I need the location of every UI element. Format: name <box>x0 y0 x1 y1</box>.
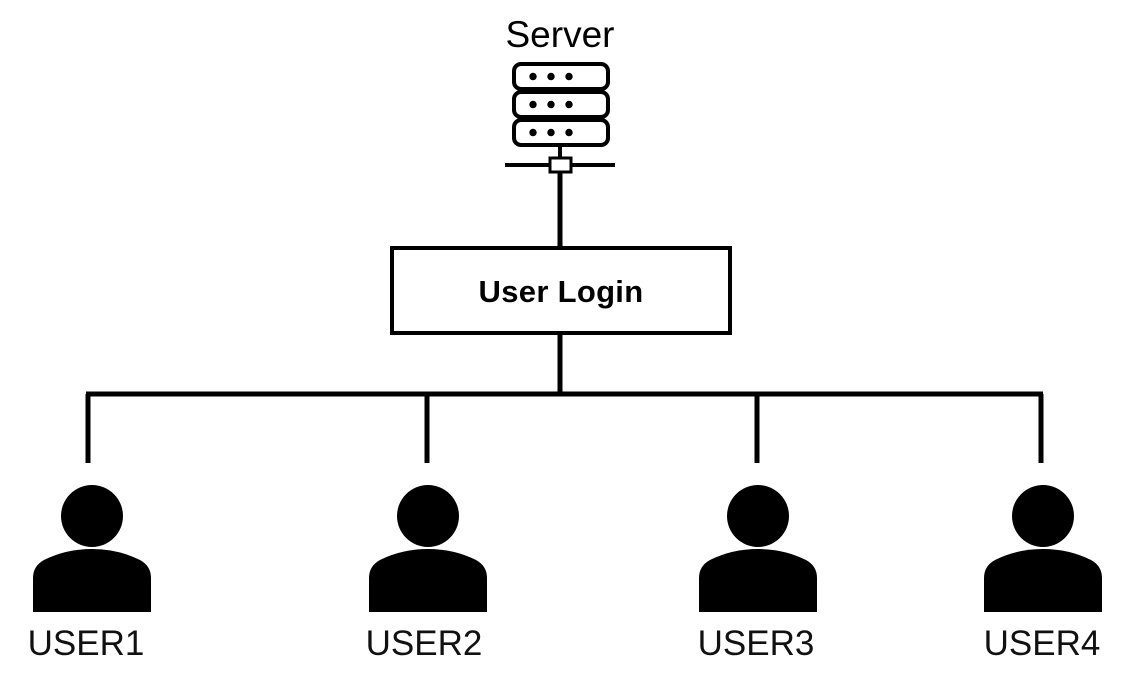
user-2-body <box>369 549 487 612</box>
server-unit2-dot-2 <box>547 100 555 109</box>
server-title-label: Server <box>506 14 615 55</box>
server-unit1-dot-1 <box>529 72 537 81</box>
user-person-icon[interactable] <box>33 485 151 612</box>
user-2-head <box>397 485 459 547</box>
user-node-2[interactable]: USER2 <box>366 485 487 663</box>
user-1-body <box>33 549 151 612</box>
user-person-icon[interactable] <box>369 485 487 612</box>
server-rack-unit-1 <box>512 62 610 91</box>
user-node-1[interactable]: USER1 <box>28 485 151 663</box>
user-2-label: USER2 <box>366 624 483 663</box>
user-person-icon[interactable] <box>699 485 817 612</box>
user-4-label: USER4 <box>984 624 1101 663</box>
user-3-head <box>727 485 789 547</box>
server-rack-icon <box>505 62 615 174</box>
server-rack-unit-3 <box>512 118 610 147</box>
server-unit1-dot-2 <box>547 72 555 81</box>
server-unit3-dot-3 <box>565 128 573 137</box>
user-person-icon[interactable] <box>984 485 1102 612</box>
server-unit3-dot-1 <box>529 128 537 137</box>
user-node-4[interactable]: USER4 <box>984 485 1102 663</box>
user-login-box-label: User Login <box>479 274 644 309</box>
user-1-label: USER1 <box>28 624 145 663</box>
user-login-box-rect[interactable] <box>390 246 732 335</box>
user-1-head <box>61 485 123 547</box>
server-unit2-dot-1 <box>529 100 537 109</box>
server-unit3-dot-2 <box>547 128 555 137</box>
user-4-body <box>984 549 1102 612</box>
server-rack-unit-2 <box>512 90 610 119</box>
user-3-label: USER3 <box>698 624 815 663</box>
server-network-connector <box>548 156 573 174</box>
server-unit2-dot-3 <box>565 100 573 109</box>
user-4-head <box>1012 485 1074 547</box>
user-login-box[interactable]: User Login <box>390 246 732 335</box>
server-unit1-dot-3 <box>565 72 573 81</box>
user-3-body <box>699 549 817 612</box>
user-node-3[interactable]: USER3 <box>698 485 817 663</box>
